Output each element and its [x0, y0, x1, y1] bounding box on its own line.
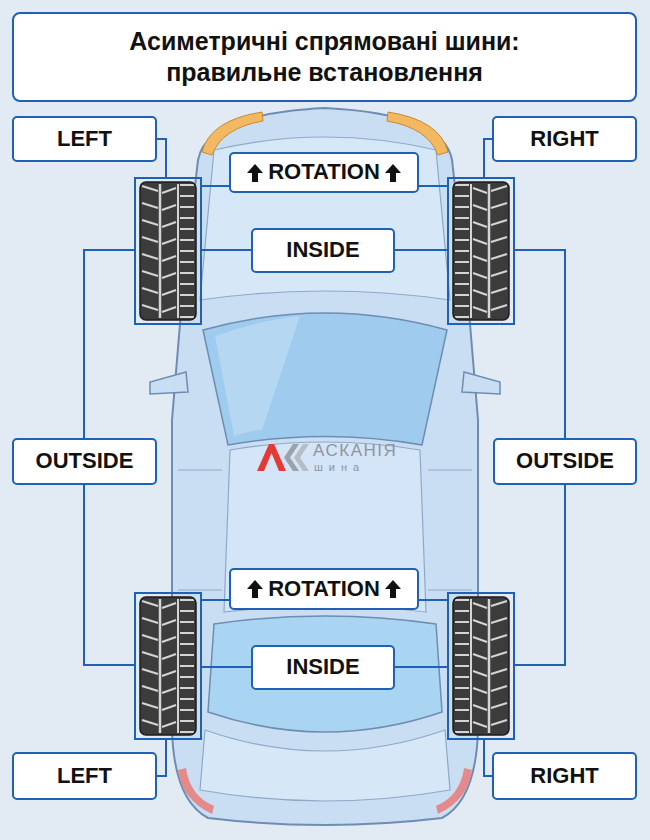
leader-line: [484, 739, 492, 776]
leader-line: [201, 599, 232, 601]
rear-light: [436, 768, 472, 814]
logo-mark: [257, 444, 286, 471]
label-box: OUTSIDE: [493, 438, 637, 485]
leader-line: [201, 249, 254, 251]
label-text: RIGHT: [530, 764, 598, 788]
title-box: Асиметричні спрямовані шини: правильне в…: [12, 12, 637, 102]
leader-line: [416, 599, 448, 601]
label-text: OUTSIDE: [36, 449, 134, 473]
tire: [453, 182, 509, 320]
up-arrow-shape: [385, 580, 401, 598]
watermark-text: шина: [314, 462, 365, 473]
label-text: LEFT: [57, 764, 112, 788]
up-arrow-shape: [247, 164, 263, 182]
label-text: LEFT: [57, 127, 112, 151]
trunk-line: [200, 730, 450, 801]
tire: [140, 597, 196, 735]
leader-line: [157, 139, 166, 178]
car-hood-line: [200, 137, 450, 300]
tire-bracket: [448, 178, 514, 324]
leader-line: [416, 185, 448, 187]
label-box: INSIDE: [251, 645, 395, 690]
rotation-label-box: ROTATION: [229, 568, 419, 610]
side-mirror: [462, 372, 500, 394]
door-line: [428, 469, 472, 470]
rear-light: [178, 768, 214, 814]
label-box: LEFT: [12, 752, 157, 800]
leader-line: [201, 666, 254, 668]
leader-line: [201, 185, 232, 187]
tire-bracket: [135, 593, 201, 739]
label-box: LEFT: [12, 116, 157, 162]
tire: [140, 182, 196, 320]
label-text: OUTSIDE: [516, 449, 614, 473]
up-arrow-icon: [384, 579, 402, 599]
leader-line: [392, 249, 448, 251]
up-arrow-icon: [246, 579, 264, 599]
headlight: [387, 112, 448, 155]
logo-mark: [294, 444, 309, 471]
label-text: ROTATION: [268, 160, 380, 184]
tire-bracket: [135, 178, 201, 324]
label-box: OUTSIDE: [12, 438, 157, 485]
label-box: RIGHT: [492, 116, 637, 162]
car-body: [172, 108, 478, 825]
leader-line: [392, 666, 448, 668]
label-text: RIGHT: [530, 127, 598, 151]
label-box: RIGHT: [492, 752, 637, 800]
label-box: INSIDE: [251, 228, 395, 273]
diagram-title: Асиметричні спрямовані шини: правильне в…: [95, 26, 555, 89]
leader-line: [484, 139, 492, 178]
car-roof: [224, 442, 426, 612]
door-line: [178, 469, 222, 470]
watermark-text: АСКАНІЯ: [313, 442, 397, 459]
rotation-label-box: ROTATION: [229, 152, 419, 193]
up-arrow-icon: [246, 163, 264, 183]
up-arrow-shape: [385, 164, 401, 182]
headlight: [202, 112, 263, 155]
door-line: [178, 589, 222, 590]
tire-bracket: [448, 593, 514, 739]
windshield: [203, 313, 447, 445]
up-arrow-icon: [384, 163, 402, 183]
rear-window: [208, 616, 442, 732]
up-arrow-shape: [247, 580, 263, 598]
side-mirror: [150, 372, 188, 394]
label-text: INSIDE: [286, 655, 359, 679]
label-text: ROTATION: [268, 577, 380, 601]
label-text: INSIDE: [286, 238, 359, 262]
door-line: [428, 589, 472, 590]
tire: [453, 597, 509, 735]
leader-line: [157, 739, 166, 776]
windshield-shine: [215, 316, 300, 436]
